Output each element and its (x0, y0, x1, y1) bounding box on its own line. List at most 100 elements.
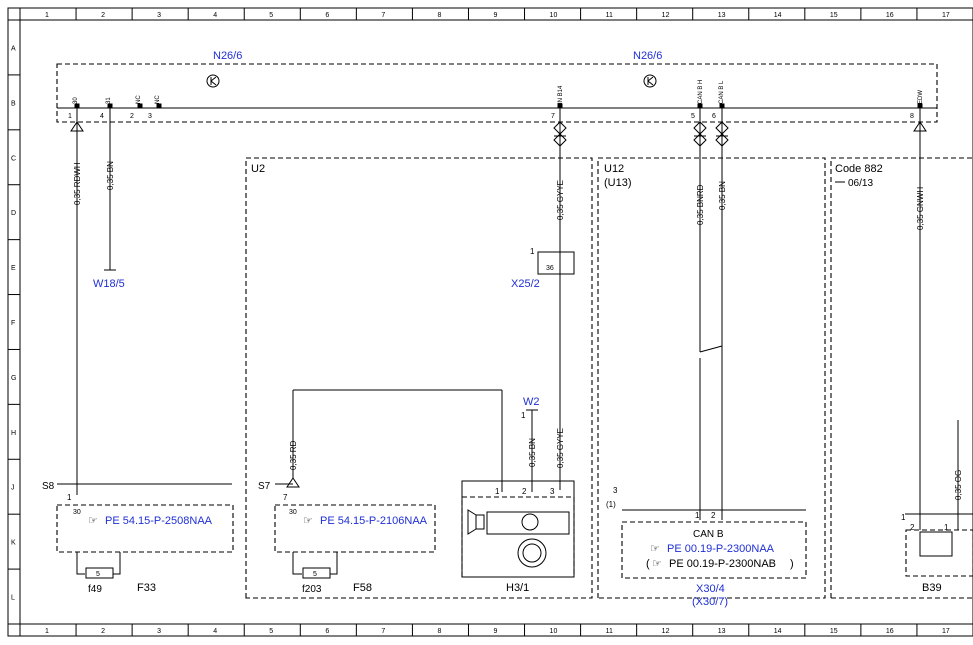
x252-label: X25/2 (511, 278, 540, 290)
wire-label-gyye-1: 0,35 GYYE (556, 180, 565, 220)
column-label: 10 (550, 628, 558, 635)
transistor-icon-left (206, 74, 220, 88)
wire-label-rd: 0,35 RD (289, 440, 298, 470)
pin-label-31: 31 (106, 97, 112, 104)
pin-label-edw: EDW (918, 90, 924, 104)
column-label: 9 (494, 628, 498, 635)
row-label: F (11, 320, 15, 327)
column-label: 6 (325, 12, 329, 19)
pin-label-nc2: NC (155, 95, 161, 104)
paren-open: ( (646, 558, 650, 570)
h31-label: H3/1 (506, 582, 529, 594)
s8-block: S8 1 30 PE 54.15-P-2508NAA ☞ 5 f49 F33 (42, 481, 234, 595)
row-label: A (11, 45, 16, 52)
column-label: 3 (157, 12, 161, 19)
pin-label-canbl: CAN B L (719, 80, 725, 104)
s8-pin-1: 1 (67, 493, 72, 502)
horn-icon (467, 509, 477, 535)
h31-pin-1: 1 (495, 487, 500, 496)
row-label: C (11, 155, 16, 162)
column-label: 13 (718, 12, 726, 19)
column-label: 14 (774, 12, 782, 19)
wire-label-gyye-2: 0,35 GYYE (556, 428, 565, 468)
pin-num-4: 4 (100, 113, 104, 120)
pe-link-left[interactable]: PE 54.15-P-2508NAA (105, 515, 213, 527)
column-label: 17 (942, 628, 950, 635)
pin-num-6: 6 (712, 113, 716, 120)
column-label: 12 (662, 12, 670, 19)
row-label: H (11, 430, 16, 437)
column-label: 1 (45, 12, 49, 19)
column-label: 10 (550, 12, 558, 19)
wires (76, 122, 959, 530)
column-label: 8 (437, 12, 441, 19)
w2-label: W2 (523, 396, 540, 408)
wire-label-bn-3: 0,35 BN (528, 438, 537, 467)
wire-label-bnrd: 0,35 BNRD (696, 184, 705, 225)
row-label: D (11, 210, 16, 217)
canb-label: CAN B (693, 529, 724, 540)
column-label: 14 (774, 628, 782, 635)
column-label: 5 (269, 628, 273, 635)
row-label: E (11, 265, 16, 272)
f33-label: F33 (137, 582, 156, 594)
b39-pin-2: 2 (910, 523, 915, 532)
row-label: L (11, 595, 15, 602)
s7-pin-30: 30 (289, 509, 297, 516)
row-label: B (11, 100, 16, 107)
column-label: 11 (606, 628, 613, 635)
column-label: 11 (606, 12, 613, 19)
h31-pin-3: 3 (550, 487, 555, 496)
column-label: 4 (213, 12, 217, 19)
fuse-mid-id: f203 (302, 584, 322, 595)
pointing-hand-icon-can2: ☞ (652, 558, 662, 570)
transistor-icon-right (643, 74, 657, 88)
column-label: 16 (886, 628, 894, 635)
column-label: 1 (45, 628, 49, 635)
n26-pins: 30 1 31 4 NC 2 NC 3 IN B14 7 CAN B H 5 C… (68, 80, 924, 122)
w2-pin: 1 (521, 411, 526, 420)
connector-symbols (70, 121, 927, 488)
zone-u2: U2 (251, 163, 265, 175)
x252-connector: 1 36 X25/2 (511, 247, 575, 290)
s8-pin-30: 30 (73, 509, 81, 516)
column-label: 7 (381, 628, 385, 635)
frame (7, 7, 973, 637)
column-label: 15 (830, 12, 838, 19)
column-label: 5 (269, 12, 273, 19)
column-label: 4 (213, 628, 217, 635)
pin-label-30: 30 (73, 97, 79, 104)
column-label: 9 (494, 12, 498, 19)
s7-label: S7 (258, 481, 271, 492)
row-label: K (11, 540, 16, 547)
column-label: 8 (437, 628, 441, 635)
x252-pin-1: 1 (530, 247, 535, 256)
pin-num-5: 5 (691, 113, 695, 120)
wire-label-og: 0,35 OG (954, 470, 963, 500)
h31-pin-2: 2 (522, 487, 527, 496)
pin-num-8: 8 (910, 113, 914, 120)
s7-pin-7: 7 (283, 493, 288, 502)
s8-label: S8 (42, 481, 55, 492)
column-label: 6 (325, 628, 329, 635)
pe-link-can2[interactable]: PE 00.19-P-2300NAB (669, 558, 776, 570)
wire-labels: 0,35 RDWH 0,35 BN 0,35 GYYE 0,35 BNRD 0,… (73, 161, 963, 500)
pin-num-7: 7 (551, 113, 555, 120)
column-label: 2 (101, 628, 105, 635)
zone-u12: U12 (604, 163, 624, 175)
row-label: G (11, 375, 16, 382)
canb-pin-1: (1) (606, 500, 616, 509)
canb-p2: 2 (711, 511, 716, 520)
column-label: 17 (942, 12, 950, 19)
b39-k: 1 (901, 513, 906, 522)
pe-link-can1[interactable]: PE 00.19-P-2300NAA (667, 543, 775, 555)
column-label: 7 (381, 12, 385, 19)
s7-block: S7 7 30 PE 54.15-P-2106NAA ☞ 5 f203 F58 (258, 481, 436, 595)
pe-link-mid[interactable]: PE 54.15-P-2106NAA (320, 515, 428, 527)
zone-code: Code 882 (835, 163, 883, 175)
n26-module: N26/6 N26/6 (56, 50, 938, 123)
zone-u13: (U13) (604, 177, 632, 189)
